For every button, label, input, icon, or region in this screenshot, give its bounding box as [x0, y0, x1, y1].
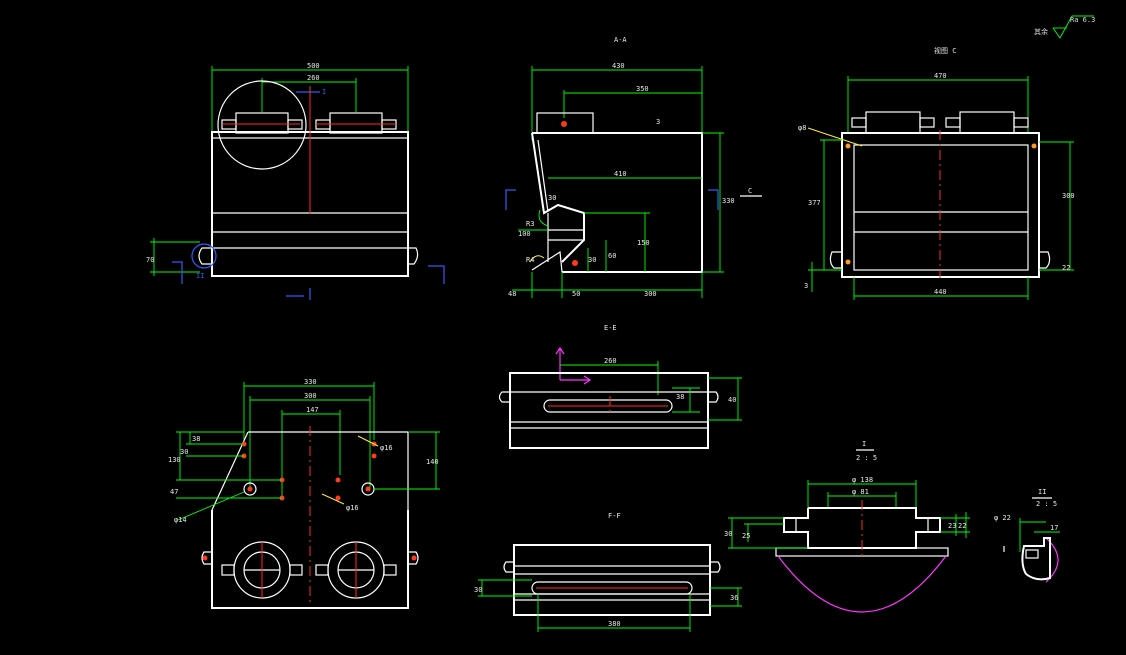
dim-410: 410 [614, 170, 627, 178]
bottom-view: 330 300 147 φ16 φ16 φ14 [168, 378, 440, 609]
dim-350: 350 [636, 85, 649, 93]
svg-text:C: C [748, 187, 752, 195]
detail-1-title: I [862, 440, 866, 448]
detail-1-scale: 2 : 5 [856, 454, 877, 462]
dim-30-bottom: 30 [588, 256, 596, 264]
detail-2-title: II [1038, 488, 1046, 496]
dim-40-ee: 40 [728, 396, 736, 404]
dim-100: 100 [518, 230, 531, 238]
dim-330: 330 [722, 197, 735, 205]
dim-3-vc: 3 [804, 282, 808, 290]
dim-38: 38 [192, 435, 200, 443]
section-aa-title: A-A [614, 36, 627, 44]
dim-300: 300 [644, 290, 657, 298]
surface-roughness-mark: 其余 Ra 6.3 [1034, 15, 1095, 39]
dim-phi22: φ 22 [994, 514, 1011, 522]
dim-22-d1: 22 [958, 522, 966, 530]
dim-48: 48 [508, 290, 516, 298]
svg-text:II: II [196, 272, 204, 280]
dim-38-ee: 38 [676, 393, 684, 401]
dim-23-d1: 23 [948, 522, 956, 530]
dim-phi8: φ8 [798, 124, 806, 132]
dim-phi14: φ14 [174, 516, 187, 524]
dim-470: 470 [934, 72, 947, 80]
surface-note: 其余 [1034, 27, 1048, 36]
dim-30-ff: 30 [474, 586, 482, 594]
dim-30-d1: 30 [724, 530, 732, 538]
dim-260-ee: 260 [604, 357, 617, 365]
section-ff-view: F-F 30 36 380 [474, 512, 742, 632]
dim-17: 17 [1050, 524, 1058, 532]
section-aa-view: A-A 430 350 3 R4 410 330 30 R3 [505, 36, 762, 298]
dim-380-ff: 380 [608, 620, 621, 628]
section-ff-title: F-F [608, 512, 621, 520]
detail-2-view: II 2 : 5 φ 22 17 [994, 488, 1060, 583]
dim-140: 140 [426, 458, 439, 466]
dim-30-top: 30 [548, 194, 556, 202]
dim-70: 70 [146, 256, 154, 264]
detail-1-view: I 2 : 5 φ 138 φ 81 30 25 22 23 [724, 440, 970, 613]
dim-25-d1: 25 [742, 532, 750, 540]
dim-60: 60 [608, 252, 616, 260]
dim-50: 50 [572, 290, 580, 298]
dim-phi138: φ 138 [852, 476, 873, 484]
dim-377: 377 [808, 199, 821, 207]
dim-r4: R4 [526, 256, 534, 264]
section-ee-title: E-E [604, 324, 617, 332]
dim-500: 500 [307, 62, 320, 70]
section-ee-view: E-E 260 38 40 [498, 324, 742, 449]
front-view: 500 260 I II 70 [146, 62, 445, 300]
view-c: 视图 C 470 φ8 377 300 22 [798, 46, 1075, 300]
detail-2-scale: 2 : 5 [1036, 500, 1057, 508]
dim-300-vc: 300 [1062, 192, 1075, 200]
dim-147: 147 [306, 406, 319, 414]
view-c-title: 视图 C [934, 46, 956, 55]
roughness-value: Ra 6.3 [1070, 16, 1095, 24]
dim-30-bottom: 30 [180, 448, 188, 456]
dim-36-ff: 36 [730, 594, 738, 602]
dim-150: 150 [637, 239, 650, 247]
dim-phi81: φ 81 [852, 488, 869, 496]
dim-300-bottom: 300 [304, 392, 317, 400]
dim-r3: R3 [526, 220, 534, 228]
svg-text:I: I [322, 88, 326, 96]
dim-22: 22 [1062, 264, 1070, 272]
dim-330-bottom: 330 [304, 378, 317, 386]
dim-260: 260 [307, 74, 320, 82]
dim-phi16-b: φ16 [346, 504, 359, 512]
dim-430: 430 [612, 62, 625, 70]
dim-130: 130 [168, 456, 181, 464]
dim-3: 3 [656, 118, 660, 126]
dim-phi16-a: φ16 [380, 444, 393, 452]
dim-47: 47 [170, 488, 178, 496]
dim-440: 440 [934, 288, 947, 296]
